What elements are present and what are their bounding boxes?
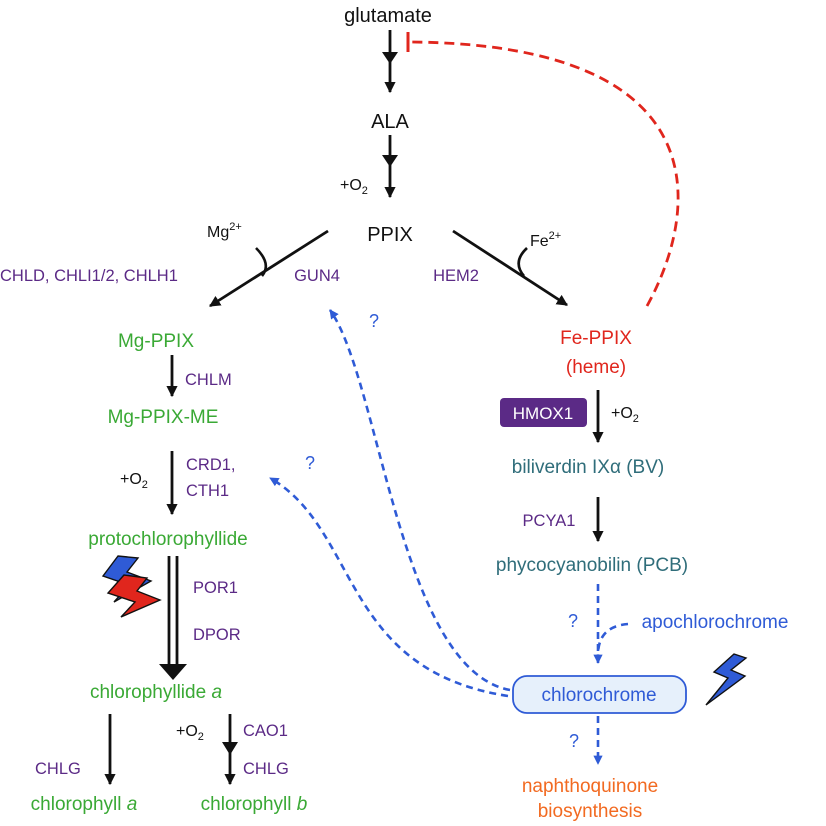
chlorophyll-a-italic: a xyxy=(127,794,138,815)
o2-cao1-label: +O2 xyxy=(176,723,204,743)
por1-label: POR1 xyxy=(193,579,238,597)
o2-base: +O xyxy=(340,177,362,194)
chlorophyllide-italic: a xyxy=(211,682,222,703)
chlorophyll-b-text: chlorophyll xyxy=(201,794,292,815)
unknown-apo-q: ? xyxy=(568,611,578,631)
fe-insertion-curve xyxy=(517,247,528,277)
biosynthesis-label: biosynthesis xyxy=(538,801,643,822)
chld-chli-chlh-label: CHLD, CHLI1/2, CHLH1 xyxy=(0,267,178,285)
cao1-label: CAO1 xyxy=(243,722,288,740)
mg-sup: 2+ xyxy=(229,221,242,233)
mg-ppix-me-label: Mg-PPIX-ME xyxy=(108,407,219,428)
mg-insertion-curve xyxy=(255,247,268,277)
arrow-apo-chlorochrome xyxy=(596,622,629,656)
chlorochrome-label: chlorochrome xyxy=(541,685,656,706)
apochlorochrome-label: apochlorochrome xyxy=(642,612,789,633)
hem2-label: HEM2 xyxy=(433,267,479,285)
fe-ppix-label: Fe-PPIX xyxy=(560,328,632,349)
black-arrows xyxy=(104,30,604,786)
biliverdin-label: biliverdin IXα (BV) xyxy=(512,457,664,478)
o2-sub: 2 xyxy=(362,185,368,197)
cth1-label: CTH1 xyxy=(186,482,229,500)
chlorophyll-a-label: chlorophyll a xyxy=(31,794,138,815)
pcb-label: phycocyanobilin (PCB) xyxy=(496,555,688,576)
blue-regulation-arrows xyxy=(269,309,629,765)
heme-label: (heme) xyxy=(566,357,626,378)
arrow-por-head xyxy=(159,664,187,680)
o2-sub: 2 xyxy=(142,479,148,491)
chlm-label: CHLM xyxy=(185,371,232,389)
crd1-label: CRD1, xyxy=(186,456,236,474)
unknown-gun4-q: ? xyxy=(369,311,379,331)
pcya1-label: PCYA1 xyxy=(523,512,576,530)
chlorophyllide-text: chlorophyllide xyxy=(90,682,206,703)
mg-base: Mg xyxy=(207,224,229,241)
red-lightning-icon xyxy=(106,574,162,618)
arrow-chevron xyxy=(222,742,238,755)
o2-ppix-label: +O2 xyxy=(340,177,368,197)
mg-ppix-label: Mg-PPIX xyxy=(118,331,194,352)
fe-base: Fe xyxy=(530,233,549,250)
arrow-chlorochrome-crd1 xyxy=(269,476,509,698)
hmox1-label: HMOX1 xyxy=(513,404,573,423)
o2-sub: 2 xyxy=(633,413,639,425)
chlg-right-label: CHLG xyxy=(243,760,289,778)
o2-crd1-label: +O2 xyxy=(120,471,148,491)
ala-label: ALA xyxy=(371,111,409,133)
chlorophyll-b-italic: b xyxy=(297,794,308,815)
o2-base: +O xyxy=(611,405,633,422)
arrow-chevron xyxy=(382,52,398,64)
unknown-crd1-q: ? xyxy=(305,453,315,473)
protochlorophyllide-label: protochlorophyllide xyxy=(88,529,248,550)
unknown-naph-q: ? xyxy=(569,731,579,751)
o2-heme-label: +O2 xyxy=(611,405,639,425)
blue-lightning-icon xyxy=(705,653,748,706)
arrow-ppix-feppix xyxy=(452,229,568,307)
hmox1-box xyxy=(500,398,587,427)
fe-label: Fe2+ xyxy=(530,230,561,250)
ppix-label: PPIX xyxy=(367,224,413,246)
dpor-label: DPOR xyxy=(193,626,241,644)
mg-label: Mg2+ xyxy=(207,221,242,241)
arrow-ppix-mgppix xyxy=(209,229,329,308)
glutamate-label: glutamate xyxy=(344,5,432,27)
naphthoquinone-label: naphthoquinone xyxy=(522,776,658,797)
arrow-chlorochrome-gun4 xyxy=(328,309,511,692)
arrow-chevron xyxy=(382,155,398,167)
o2-sub: 2 xyxy=(198,731,204,743)
o2-base: +O xyxy=(120,471,142,488)
gun4-label: GUN4 xyxy=(294,267,340,285)
chlorochrome-box xyxy=(512,675,687,714)
chlorophyll-b-label: chlorophyll b xyxy=(201,794,308,815)
fe-sup: 2+ xyxy=(549,230,562,242)
chlorophyllide-a-label: chlorophyllide a xyxy=(90,682,222,703)
chlg-left-label: CHLG xyxy=(35,760,81,778)
chlorophyll-a-text: chlorophyll xyxy=(31,794,122,815)
o2-base: +O xyxy=(176,723,198,740)
